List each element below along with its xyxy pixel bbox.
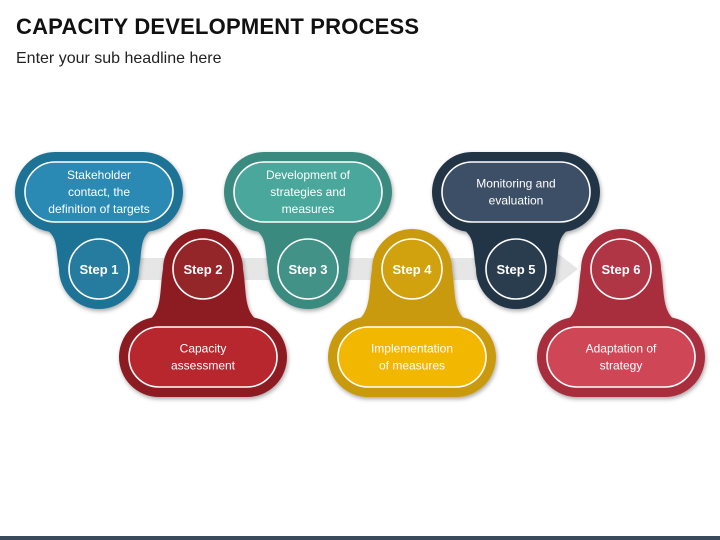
step-label: Step 5: [496, 262, 535, 277]
step-description-line: strategy: [600, 359, 643, 373]
step-2: [119, 229, 287, 397]
step-badge: [485, 238, 547, 300]
step-text-capsule: [233, 161, 383, 223]
step-text-capsule: [337, 326, 487, 388]
step-description-line: Development of: [266, 168, 351, 182]
step-description-line: of measures: [379, 359, 445, 373]
step-description-line: definition of targets: [48, 202, 149, 216]
step-1: [15, 152, 183, 309]
step-label: Step 6: [601, 262, 640, 277]
page-subtitle: Enter your sub headline here: [16, 50, 222, 67]
process-arrow-head: [556, 252, 578, 286]
page-title: CAPACITY DEVELOPMENT PROCESS: [16, 14, 420, 39]
step-3: [224, 152, 392, 309]
step-text-capsule: [128, 326, 278, 388]
footer-bar: [0, 536, 720, 540]
step-description-line: Monitoring and: [476, 177, 555, 191]
step-4: [328, 229, 496, 397]
step-text-capsule: [24, 161, 174, 223]
step-text-capsule: [546, 326, 696, 388]
step-description-line: strategies and: [270, 185, 345, 199]
step-description-line: Adaptation of: [586, 342, 657, 356]
step-label: Step 1: [79, 262, 118, 277]
step-text-capsule: [441, 161, 591, 223]
step-label: Step 3: [288, 262, 327, 277]
step-badge: [68, 238, 130, 300]
step-description-line: Capacity: [180, 342, 227, 356]
step-description-line: contact, the: [68, 185, 130, 199]
step-description-line: assessment: [171, 359, 236, 373]
step-badge: [277, 238, 339, 300]
step-label: Step 4: [392, 262, 432, 277]
step-description-line: Stakeholder: [67, 168, 131, 182]
step-description-line: measures: [282, 202, 335, 216]
step-description-line: evaluation: [489, 194, 544, 208]
step-6: [537, 229, 705, 397]
step-description-line: Implementation: [371, 342, 453, 356]
step-badge: [381, 238, 443, 300]
step-badge: [590, 238, 652, 300]
step-5: [432, 152, 600, 309]
step-label: Step 2: [183, 262, 222, 277]
step-badge: [172, 238, 234, 300]
